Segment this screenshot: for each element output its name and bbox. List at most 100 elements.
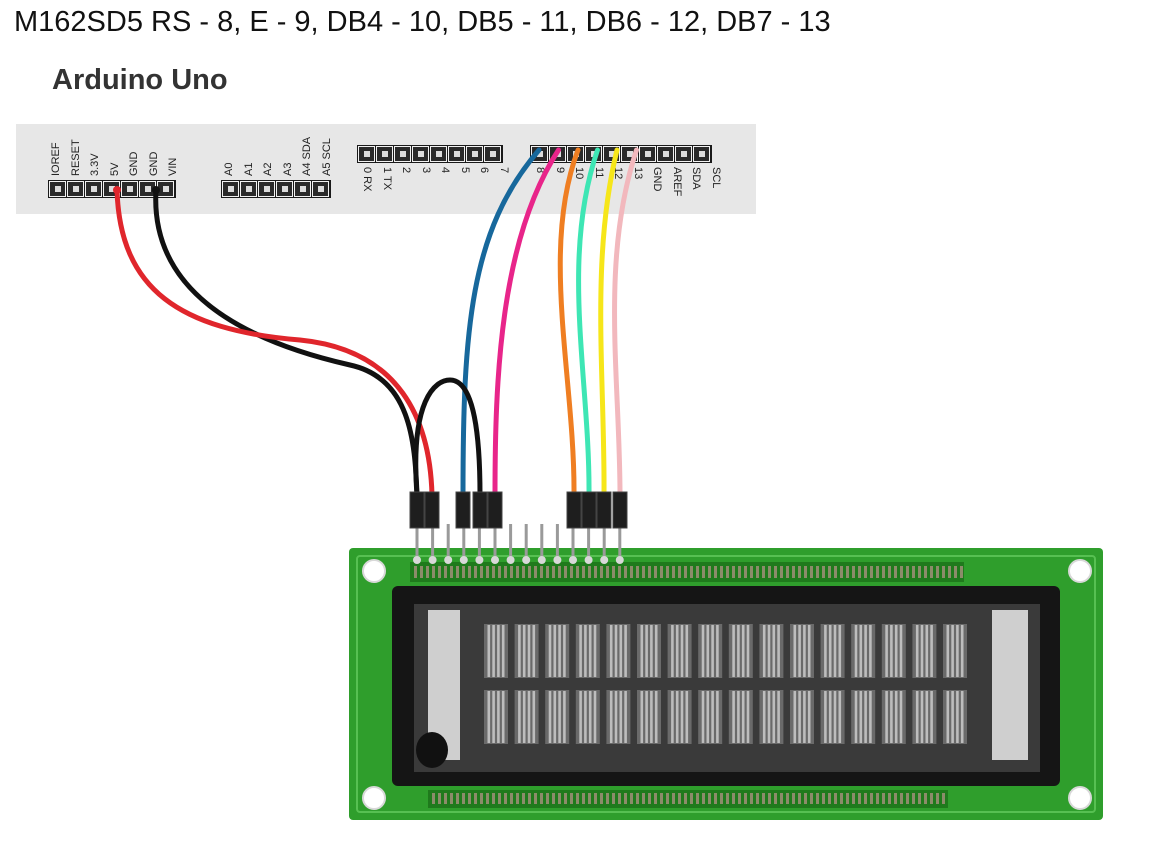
header-pin-3 xyxy=(412,146,429,162)
header-pin-gnd xyxy=(121,181,138,197)
connector-tooth xyxy=(786,793,789,804)
connector-tooth xyxy=(462,793,465,804)
header-pin-aref xyxy=(657,146,674,162)
header-pin-ioref xyxy=(49,181,66,197)
wire-13-lcd-pin-14 xyxy=(612,147,639,498)
connector-tooth xyxy=(552,566,555,578)
connector-tooth xyxy=(678,566,681,578)
header-pin-a4-sda xyxy=(294,181,311,197)
connector-tooth xyxy=(504,793,507,804)
connector-tooth xyxy=(732,793,735,804)
connector-tooth xyxy=(576,566,579,578)
connector-tooth xyxy=(612,566,615,578)
dupont-connector xyxy=(409,491,425,529)
dupont-connector xyxy=(487,491,503,529)
connector-tooth xyxy=(654,566,657,578)
connector-tooth xyxy=(648,566,651,578)
connector-tooth xyxy=(438,566,441,578)
connector-tooth xyxy=(474,793,477,804)
lcd-pin-pad xyxy=(428,556,437,564)
digital-low-header xyxy=(357,145,503,163)
connector-tooth xyxy=(954,566,957,578)
connector-tooth xyxy=(456,566,459,578)
connector-tooth xyxy=(942,793,945,804)
wire-connectors xyxy=(113,186,628,529)
connector-tooth xyxy=(918,566,921,578)
connector-tooth xyxy=(726,793,729,804)
lcd-pin-pad xyxy=(615,556,624,564)
connector-tooth xyxy=(930,566,933,578)
connector-tooth xyxy=(774,566,777,578)
wire-gnd-lcd-pin-1 xyxy=(153,187,420,498)
connector-tooth xyxy=(840,566,843,578)
lcd-pin-pad xyxy=(459,556,468,564)
connector-tooth xyxy=(510,793,513,804)
connector-tooth xyxy=(480,566,483,578)
connector-tooth xyxy=(738,793,741,804)
connector-tooth xyxy=(450,566,453,578)
connector-tooth xyxy=(810,566,813,578)
connector-tooth xyxy=(582,566,585,578)
connector-tooth xyxy=(690,793,693,804)
connector-tooth xyxy=(924,566,927,578)
lcd-pin-pad xyxy=(475,556,484,564)
connector-tooth xyxy=(900,566,903,578)
connector-tooth xyxy=(486,566,489,578)
connector-tooth xyxy=(720,793,723,804)
connector-tooth xyxy=(780,793,783,804)
connector-tooth xyxy=(564,793,567,804)
connector-tooth xyxy=(798,566,801,578)
connector-tooth xyxy=(558,566,561,578)
wire-9-lcd-pin-6 xyxy=(492,147,561,498)
connector-tooth xyxy=(480,793,483,804)
connector-tooth xyxy=(660,566,663,578)
dupont-connector xyxy=(596,491,612,529)
connector-tooth xyxy=(762,793,765,804)
connector-tooth xyxy=(798,793,801,804)
connector-tooth xyxy=(516,566,519,578)
header-pin-a2 xyxy=(258,181,275,197)
wire-gnd-lcd-pin-5 xyxy=(413,377,483,498)
connector-tooth xyxy=(702,793,705,804)
connector-tooth xyxy=(630,793,633,804)
header-pin-sda xyxy=(675,146,692,162)
connector-tooth xyxy=(444,793,447,804)
connector-tooth xyxy=(534,793,537,804)
connector-tooth xyxy=(456,793,459,804)
wire-10-lcd-pin-11 xyxy=(557,147,581,498)
connector-tooth xyxy=(894,566,897,578)
wire-start-5v xyxy=(113,186,121,194)
connector-tooth xyxy=(540,566,543,578)
connector-tooth xyxy=(960,566,963,578)
connector-tooth xyxy=(432,793,435,804)
connector-tooth xyxy=(642,793,645,804)
connector-tooth xyxy=(708,566,711,578)
mounting-hole-bottom-left xyxy=(362,786,386,810)
connector-tooth xyxy=(534,566,537,578)
connector-tooth xyxy=(744,793,747,804)
connector-tooth xyxy=(666,793,669,804)
connector-tooth xyxy=(522,566,525,578)
connector-tooth xyxy=(858,566,861,578)
connector-tooth xyxy=(708,793,711,804)
connector-tooth xyxy=(870,793,873,804)
connector-tooth xyxy=(552,793,555,804)
header-pin-6 xyxy=(466,146,483,162)
connector-tooth xyxy=(780,566,783,578)
connector-tooth xyxy=(894,793,897,804)
connector-tooth xyxy=(876,566,879,578)
vfd-module xyxy=(349,524,1103,820)
connector-tooth xyxy=(666,566,669,578)
connector-tooth xyxy=(912,793,915,804)
vfd-pcb-inner-edge xyxy=(356,555,1096,813)
connector-tooth xyxy=(558,793,561,804)
connector-tooth xyxy=(498,793,501,804)
connector-tooth xyxy=(684,793,687,804)
connector-tooth xyxy=(606,566,609,578)
lcd-pin-pad xyxy=(600,556,609,564)
connector-tooth xyxy=(738,566,741,578)
connector-tooth xyxy=(756,793,759,804)
lcd-pin-pad xyxy=(491,556,499,564)
connector-tooth xyxy=(876,793,879,804)
